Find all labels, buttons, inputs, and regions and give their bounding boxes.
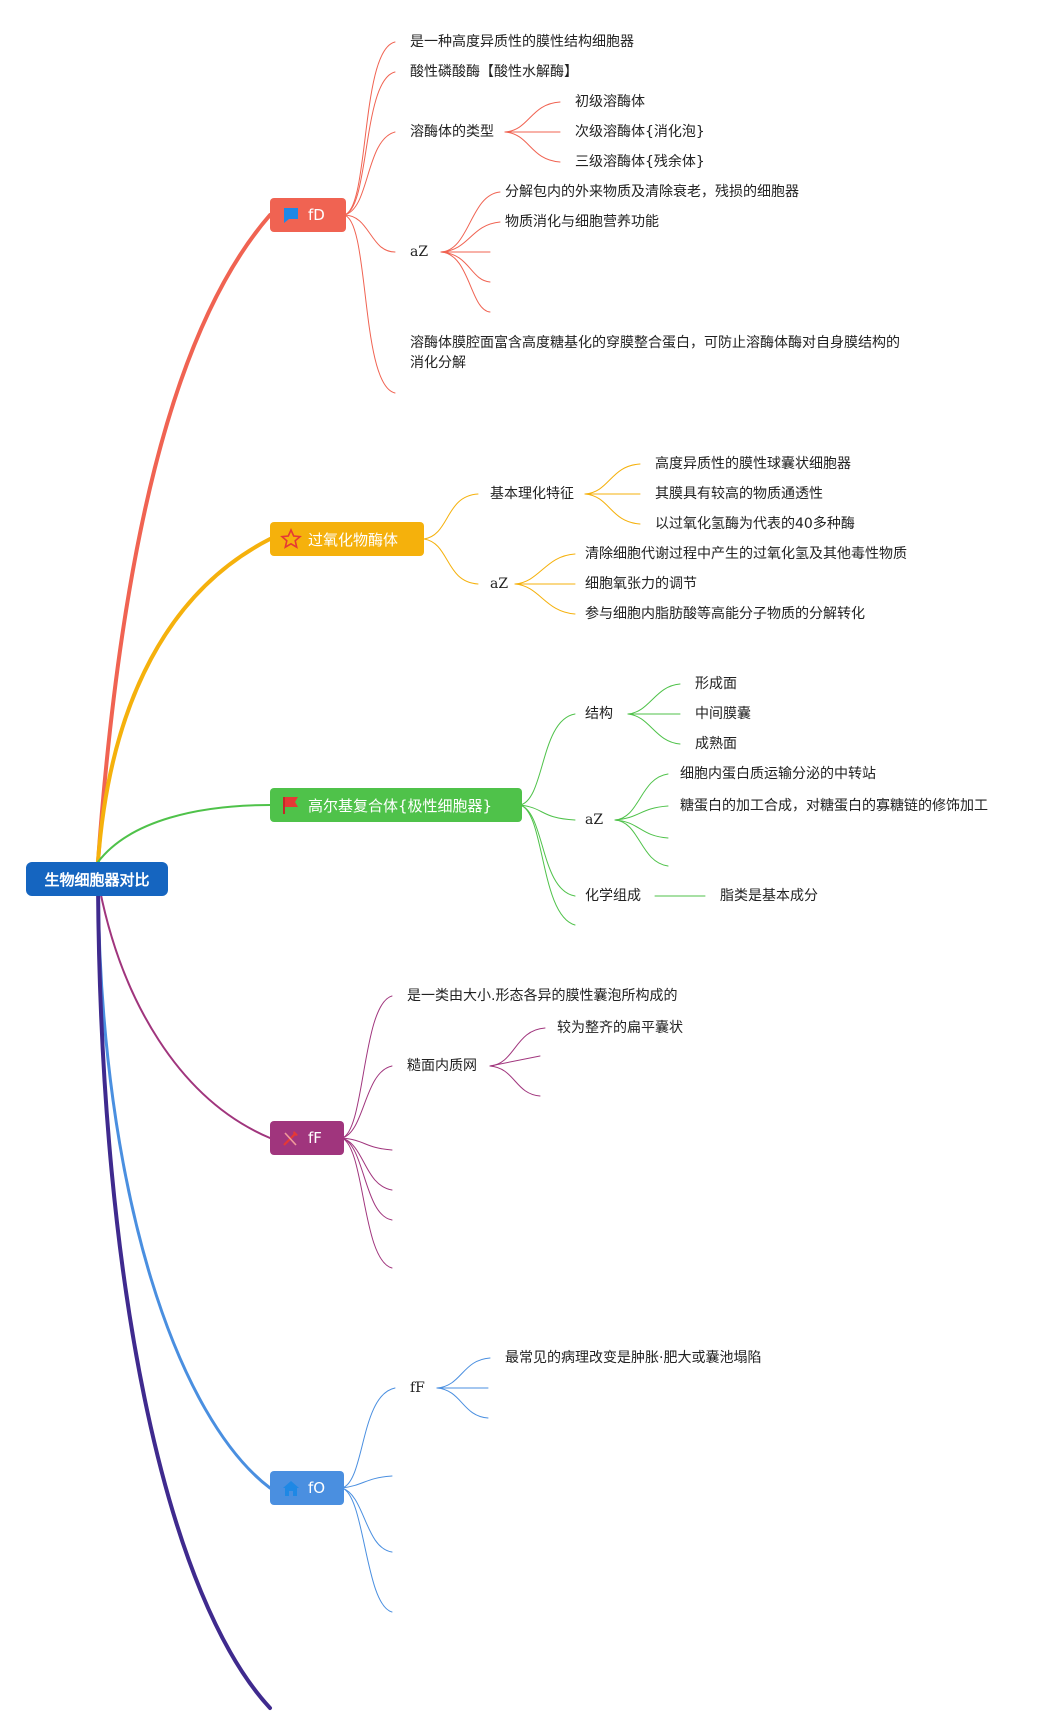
branch-line-lysosome xyxy=(96,213,272,864)
peroxisome-basic-item-3: 以过氧化氢酶为代表的40多种酶 xyxy=(655,516,855,532)
er-rough-label: 糙面内质网 xyxy=(407,1058,477,1074)
branch-line-peroxisome xyxy=(96,537,272,864)
lysosome-item-2: 酸性磷酸酶【酸性水解酶】 xyxy=(410,64,578,80)
lysosome-type-1: 初级溶酶体 xyxy=(575,94,645,110)
root-node[interactable]: 生物细胞器对比 xyxy=(26,862,168,896)
lysosome-az-item-1: 分解包内的外来物质及清除衰老，残损的细胞器 xyxy=(505,184,799,200)
peroxisome-az-item-2: 细胞氧张力的调节 xyxy=(585,576,697,592)
home-icon xyxy=(280,1477,302,1499)
node-mito-title: fO xyxy=(308,1479,326,1497)
node-er-title: fF xyxy=(308,1129,322,1147)
golgi-structure-item-1: 形成面 xyxy=(695,676,737,692)
golgi-structure-item-3: 成熟面 xyxy=(695,736,737,752)
node-peroxisome[interactable]: 过氧化物酶体 xyxy=(270,522,424,556)
er-item-1: 是一类由大小.形态各异的膜性囊泡所构成的 xyxy=(407,988,678,1004)
lysosome-types-label: 溶酶体的类型 xyxy=(410,124,494,140)
golgi-chem-value: 脂类是基本成分 xyxy=(720,888,818,904)
star-icon xyxy=(280,528,302,550)
peroxisome-az-item-1: 清除细胞代谢过程中产生的过氧化氢及其他毒性物质 xyxy=(585,546,907,562)
node-lysosome[interactable]: fD xyxy=(270,198,346,232)
peroxisome-az-item-3: 参与细胞内脂肪酸等高能分子物质的分解转化 xyxy=(585,606,865,622)
red-flag-icon xyxy=(280,794,302,816)
lysosome-az-item-2: 物质消化与细胞营养功能 xyxy=(505,214,659,230)
flag-icon xyxy=(280,204,302,226)
branch-line-er xyxy=(97,879,271,1139)
peroxisome-basic-item-2: 其膜具有较高的物质通透性 xyxy=(655,486,823,502)
node-golgi-title: 高尔基复合体{极性细胞器} xyxy=(308,796,493,815)
mito-ff-label: fF xyxy=(410,1380,425,1396)
peroxisome-basic-label: 基本理化特征 xyxy=(490,486,574,502)
tools-icon xyxy=(280,1127,302,1149)
peroxisome-az-label: aZ xyxy=(490,576,509,592)
branch-line-mito xyxy=(96,878,272,1490)
branch-line-extra xyxy=(96,878,272,1710)
node-mito[interactable]: fO xyxy=(270,1471,344,1505)
golgi-structure-label: 结构 xyxy=(585,706,613,722)
mito-ff-item-1: 最常见的病理改变是肿胀·肥大或囊池塌陷 xyxy=(505,1350,762,1366)
peroxisome-basic-item-1: 高度异质性的膜性球囊状细胞器 xyxy=(655,456,851,472)
node-golgi[interactable]: 高尔基复合体{极性细胞器} xyxy=(270,788,522,822)
golgi-chem-label: 化学组成 xyxy=(585,888,641,904)
branch-line-golgi xyxy=(97,804,271,863)
golgi-az-item-2: 糖蛋白的加工合成，对糖蛋白的寡糖链的修饰加工 xyxy=(680,798,988,814)
node-peroxisome-title: 过氧化物酶体 xyxy=(308,530,399,549)
lysosome-note: 溶酶体膜腔面富含高度糖基化的穿膜整合蛋白，可防止溶酶体酶对自身膜结构的消化分解 xyxy=(410,335,900,371)
root-label: 生物细胞器对比 xyxy=(44,870,150,889)
golgi-az-item-1: 细胞内蛋白质运输分泌的中转站 xyxy=(680,766,876,782)
lysosome-type-3: 三级溶酶体{残余体} xyxy=(575,154,705,170)
lysosome-az-label: aZ xyxy=(410,244,429,260)
node-lysosome-title: fD xyxy=(308,206,325,224)
node-er[interactable]: fF xyxy=(270,1121,344,1155)
golgi-structure-item-2: 中间膜囊 xyxy=(695,706,751,722)
golgi-az-label: aZ xyxy=(585,812,604,828)
er-rough-item-1: 较为整齐的扁平囊状 xyxy=(557,1020,683,1036)
lysosome-item-1: 是一种高度异质性的膜性结构细胞器 xyxy=(410,34,634,50)
lysosome-type-2: 次级溶酶体{消化泡} xyxy=(575,124,705,140)
